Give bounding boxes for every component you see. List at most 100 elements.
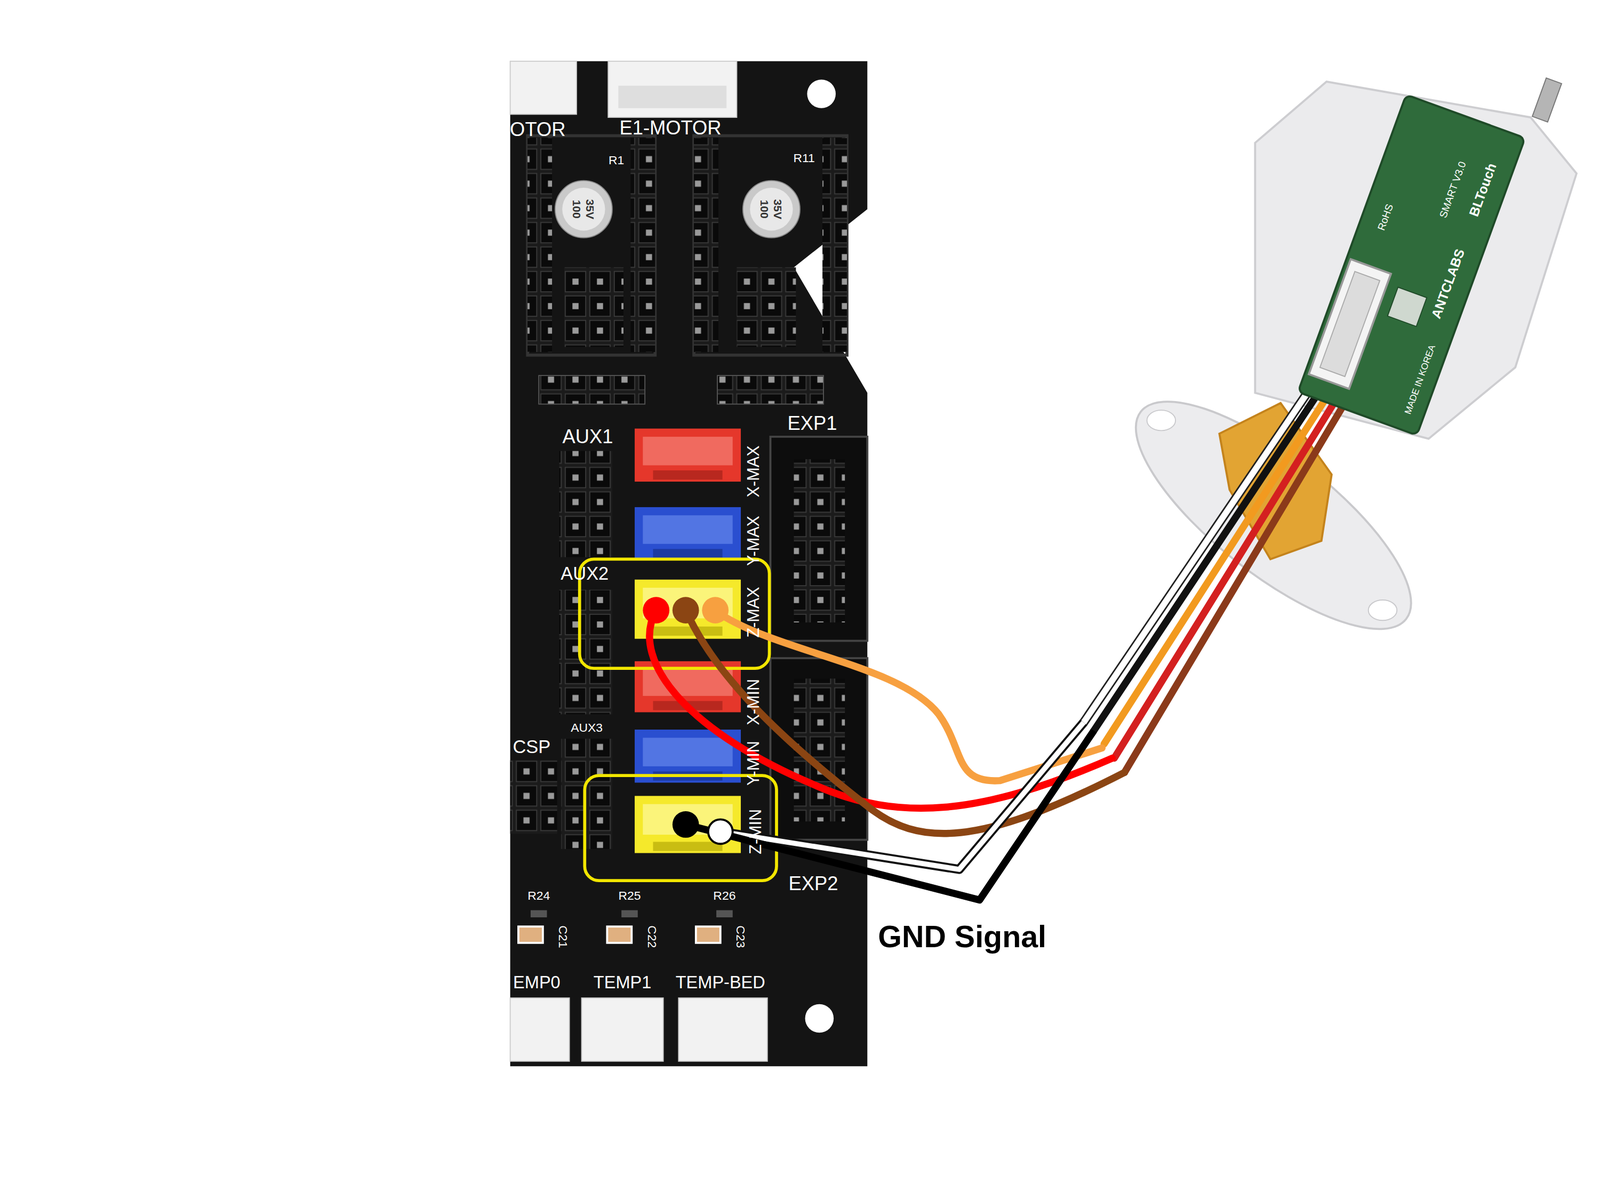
brown-wire	[1124, 395, 1349, 773]
pin-dot	[701, 596, 729, 624]
exp-pins	[794, 459, 846, 623]
jumper-block	[564, 267, 624, 347]
aux-header	[558, 451, 612, 558]
black-wire	[685, 730, 1094, 901]
resistor	[716, 910, 733, 918]
orange-wire	[1104, 387, 1333, 744]
smd-capacitor	[606, 926, 632, 943]
aux-header	[561, 738, 613, 850]
connector-slot	[652, 626, 723, 636]
pin-header	[717, 375, 824, 405]
header-name: AUX2	[560, 564, 609, 583]
driver-socket	[527, 135, 655, 355]
red-wire	[1114, 392, 1341, 759]
header-name: EXP2	[788, 874, 838, 894]
probe-pin	[1532, 77, 1562, 122]
part-name: C23	[734, 925, 748, 948]
connector-window	[642, 515, 733, 544]
connector-name: TEMP-BED	[675, 973, 766, 992]
endstop-name: Y-MAX	[746, 515, 763, 566]
black-wire	[1093, 383, 1325, 731]
driver-socket	[693, 135, 847, 355]
probe-pcb	[1298, 94, 1526, 436]
highlight-box	[584, 775, 777, 881]
endstop-name: Y-MIN	[746, 740, 763, 786]
qr-code	[1387, 287, 1428, 327]
orange-wire	[714, 610, 1102, 781]
marking: MADE IN KOREA	[1403, 344, 1438, 416]
pin-dot	[672, 596, 700, 624]
exp-socket	[770, 436, 868, 642]
connector-window	[642, 737, 733, 767]
flange-hole	[1368, 600, 1398, 621]
capacitor-value: 35V	[584, 198, 596, 219]
jumper-block	[736, 267, 796, 347]
pin-dot	[642, 596, 670, 624]
temp-connector	[581, 997, 664, 1062]
endstop-name: X-MAX	[746, 445, 763, 498]
pin-header	[527, 137, 552, 352]
connector-pins	[1320, 271, 1380, 377]
product-name: BLTouch	[1466, 161, 1499, 219]
endstop-connector	[634, 428, 741, 482]
connector-name: OTOR	[509, 120, 566, 140]
part-name: R1	[608, 154, 624, 167]
header-name: EXP1	[787, 413, 837, 434]
connector-slot	[652, 470, 723, 480]
capacitor-value: 35V	[771, 198, 783, 219]
pin-header	[630, 137, 655, 352]
resistor	[621, 910, 638, 918]
icsp-header	[510, 760, 558, 834]
version-label: SMART V3.0	[1438, 160, 1469, 220]
temp-connector	[510, 997, 570, 1062]
header-name: AUX3	[570, 721, 603, 734]
white-wire	[1083, 379, 1317, 723]
part-name: R26	[713, 889, 736, 902]
aux-header	[558, 589, 612, 715]
pin-header	[538, 375, 645, 405]
header-name: CSP	[512, 737, 551, 756]
connector-slot	[652, 548, 723, 558]
part-name: R11	[793, 152, 815, 165]
endstop-name: X-MIN	[746, 678, 763, 726]
resistor	[530, 910, 548, 918]
connector-window	[642, 436, 733, 466]
part-name: C22	[645, 925, 659, 948]
part-name: C21	[557, 925, 570, 948]
marking: RoHS	[1376, 202, 1395, 232]
part-name: R24	[527, 889, 550, 902]
exp-socket	[770, 658, 868, 840]
endstop-name: Z-MIN	[747, 809, 765, 855]
connector-slot	[652, 841, 723, 851]
connector-name: EMP0	[513, 973, 561, 992]
endstop-connector	[634, 795, 741, 853]
pin-dot	[708, 819, 733, 844]
brown-wire	[685, 610, 1125, 834]
white-wire-outline	[1083, 379, 1317, 723]
probe-housing	[1254, 81, 1577, 439]
mounting-hole	[805, 1004, 835, 1034]
flange-hole	[1147, 410, 1176, 431]
header-name: AUX1	[562, 427, 614, 447]
smd-capacitor	[518, 926, 543, 943]
capacitor-value: 100	[758, 200, 771, 219]
capacitor-value: 100	[570, 200, 582, 219]
endstop-name: Z-MAX	[746, 586, 763, 638]
connector-window	[642, 669, 733, 696]
motor-connector	[510, 61, 577, 115]
pcb-connector	[1308, 259, 1391, 389]
capacitor	[555, 180, 613, 238]
control-board	[510, 61, 868, 1067]
part-name: R25	[618, 889, 641, 902]
connector-name: TEMP1	[593, 973, 652, 992]
signal-label: GND Signal	[877, 921, 1047, 952]
pin-header	[693, 137, 719, 352]
capacitor-top	[749, 187, 793, 231]
temp-connector	[678, 997, 767, 1062]
red-wire	[649, 610, 1113, 808]
capacitor-top	[562, 187, 605, 231]
connector-name: E1-MOTOR	[619, 117, 722, 138]
mounting-hole	[806, 79, 836, 109]
smd-capacitor	[696, 926, 721, 943]
pin-header	[822, 137, 847, 352]
